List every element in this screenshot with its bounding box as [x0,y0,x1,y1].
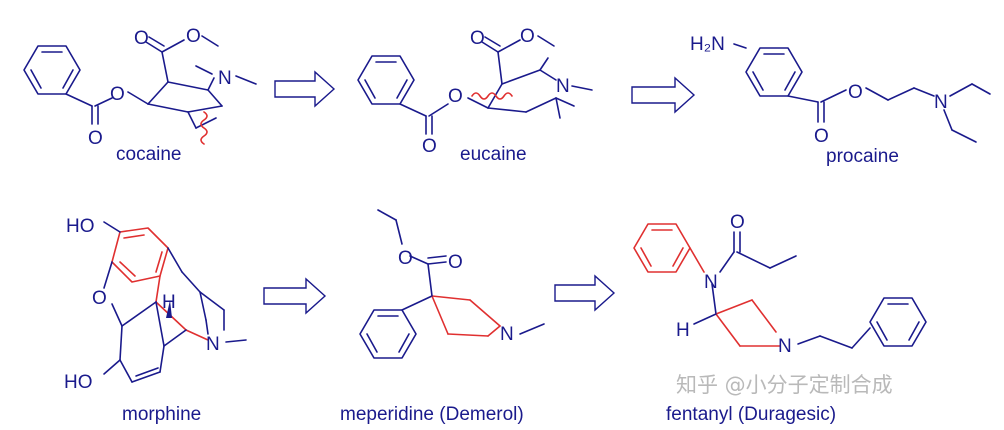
meperidine-label: meperidine (Demerol) [340,404,524,425]
fentanyl-structure: N O H N [633,212,927,357]
nitrogen-atom: N [704,272,718,293]
oxygen-atom: O [110,84,125,105]
procaine-label: procaine [826,146,899,167]
nitrogen-atom: N [206,334,220,355]
oxygen-atom: O [92,288,107,309]
nitrogen-atom: N [778,336,792,357]
cocaine-label: cocaine [116,144,182,165]
eucaine-label: eucaine [460,144,527,165]
oxygen-atom: O [422,136,437,157]
nitrogen-atom: N [500,324,514,345]
oxygen-atom: O [520,26,535,47]
hydrogen-atom: H [676,320,690,341]
transform-arrow [554,274,616,312]
oxygen-atom: O [848,82,863,103]
transform-arrow [263,277,327,315]
oxygen-atom: O [186,26,201,47]
nitrogen-atom: N [218,68,232,89]
transform-arrow [631,76,696,114]
oxygen-atom: O [814,126,829,147]
oxygen-atom: O [448,86,463,107]
amino-group: H₂N [690,34,725,55]
nitrogen-atom: N [556,76,570,97]
meperidine-structure: O O N [359,209,545,359]
oxygen-atom: O [134,28,149,49]
hydroxyl-group: HO [66,216,95,237]
hydroxyl-group: HO [64,372,93,393]
hydrogen-atom: H [162,292,176,313]
oxygen-atom: O [398,248,413,269]
nitrogen-atom: N [934,92,948,113]
morphine-label: morphine [122,404,201,425]
oxygen-atom: O [470,28,485,49]
eucaine-structure: O O O O N [357,26,593,157]
oxygen-atom: O [448,252,463,273]
oxygen-atom: O [88,128,103,149]
watermark-text: 知乎 @小分子定制合成 [676,373,893,397]
transform-arrow [274,70,336,108]
morphine-structure: H HO O HO N [64,216,247,393]
procaine-structure: H₂N O O N [690,34,991,147]
oxygen-atom: O [730,212,745,233]
cocaine-structure: O O O O N [23,26,257,149]
fentanyl-label: fentanyl (Duragesic) [666,404,836,425]
